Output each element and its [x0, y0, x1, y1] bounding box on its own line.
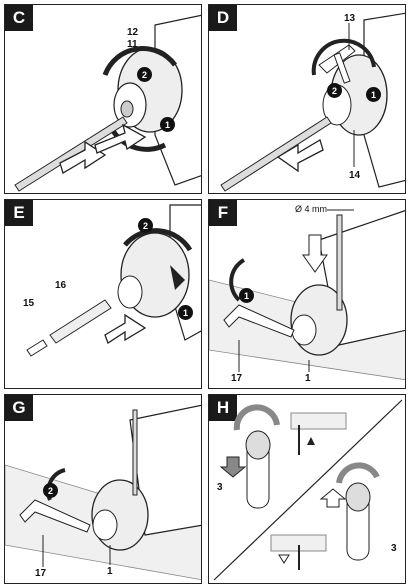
label-3-top: 3: [217, 482, 223, 493]
label-17: 17: [35, 568, 47, 579]
label-1: 1: [305, 373, 311, 384]
label-15: 15: [23, 298, 35, 309]
label-11: 11: [127, 39, 138, 50]
panel-g-letter: G: [5, 395, 33, 421]
step-2-badge: 2: [138, 218, 153, 233]
panel-f-drawing: [209, 209, 405, 381]
panel-h: H 3 3: [208, 394, 406, 584]
step-2-badge: 2: [43, 483, 58, 498]
panel-e: E 2 1 16 15: [4, 199, 202, 389]
panel-h-drawing: [213, 399, 403, 581]
panel-d: D 13 14 2 1: [208, 4, 406, 194]
panel-f: F Ø 4 mm 1 17 1: [208, 199, 406, 389]
label-3-bottom: 3: [391, 543, 397, 554]
label-16: 16: [55, 280, 67, 291]
panel-d-letter: D: [209, 5, 237, 31]
panel-d-drawing: [220, 12, 405, 192]
step-2-badge: 2: [327, 83, 342, 98]
label-diameter: Ø 4 mm: [295, 204, 328, 214]
panel-c-drawing: [14, 14, 201, 192]
step-1-badge: 1: [160, 117, 175, 132]
label-17: 17: [231, 373, 243, 384]
panel-h-letter: H: [209, 395, 237, 421]
panel-g-drawing: [5, 404, 201, 581]
label-14: 14: [349, 170, 361, 181]
panel-c-letter: C: [5, 5, 33, 31]
step-1-badge: 1: [178, 305, 193, 320]
label-13: 13: [344, 13, 356, 24]
panel-e-drawing: [26, 204, 201, 357]
step-2-badge: 2: [137, 67, 152, 82]
panel-c: C 12 11 2 1: [4, 4, 202, 194]
label-12: 12: [127, 27, 139, 38]
label-1: 1: [107, 566, 113, 577]
step-1-badge: 1: [366, 87, 381, 102]
panel-f-letter: F: [209, 200, 237, 226]
step-1-badge: 1: [239, 288, 254, 303]
panel-g: G 2 17 1: [4, 394, 202, 584]
panel-e-letter: E: [5, 200, 33, 226]
